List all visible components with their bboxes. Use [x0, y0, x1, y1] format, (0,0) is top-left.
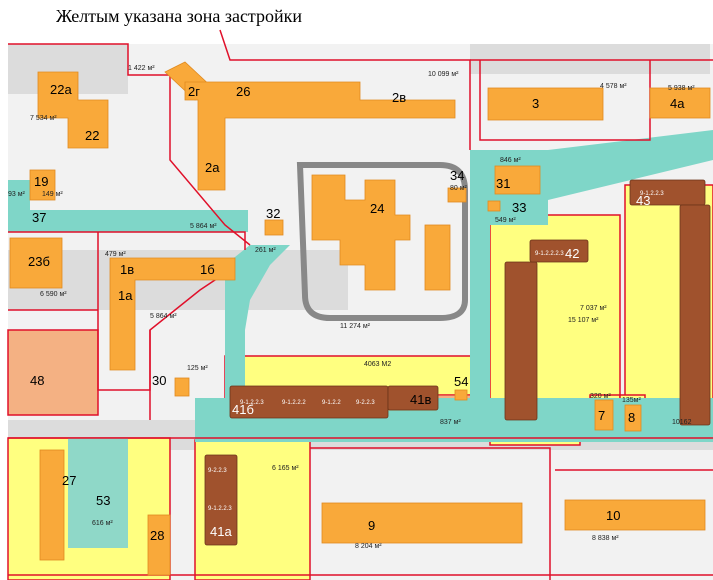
building-label: 22: [85, 128, 99, 143]
building-label: 3: [532, 96, 539, 111]
section-label: 9-1.2.2.3: [208, 506, 232, 512]
courtyard-loop: [296, 162, 468, 321]
section-label: 9-1.2.2.2.3: [535, 251, 564, 257]
building-label: 2а: [205, 160, 220, 175]
area-label: 4063 М2: [364, 361, 391, 368]
area-label: 6 165 м²: [272, 465, 299, 472]
building-label: 19: [34, 174, 48, 189]
building-label: 10: [606, 508, 620, 523]
area-label: 8 204 м²: [355, 543, 382, 550]
building-label: 43: [636, 193, 650, 208]
area-label: 479 м²: [105, 251, 126, 258]
section-label: 9-2.2.3: [356, 400, 375, 406]
area-label: 616 м²: [92, 520, 113, 527]
building-label: 41а: [210, 524, 232, 539]
building-label: 48: [30, 373, 44, 388]
area-label: 125 м²: [187, 365, 208, 372]
building-label: 23б: [28, 254, 50, 269]
building-label: 22а: [50, 82, 72, 97]
area-label: 5 864 м²: [190, 223, 217, 230]
area-label: 135м²: [622, 397, 641, 404]
area-label: 5 938 м²: [668, 85, 695, 92]
plot-48: [7, 329, 99, 416]
area-label: 6 590 м²: [40, 291, 67, 298]
building-label: 1б: [200, 262, 215, 277]
area-label: 261 м²: [255, 247, 276, 254]
building-label: 24: [370, 201, 384, 216]
building-label: 1а: [118, 288, 133, 303]
building-label: 37: [32, 210, 46, 225]
building-label: 1в: [120, 262, 134, 277]
building-label: 41б: [232, 402, 254, 417]
building-label: 32: [266, 206, 280, 221]
building-label: 53: [96, 493, 110, 508]
area-label: 7 037 м²: [580, 305, 607, 312]
section-label: 9-1.2.2: [322, 400, 341, 406]
area-label: 8 838 м²: [592, 535, 619, 542]
building-label: 27: [62, 473, 76, 488]
section-label: 9-1.2.2.3: [640, 191, 664, 197]
area-label: 7 534 м²: [30, 115, 57, 122]
area-label: 846 м²: [500, 157, 521, 164]
area-label: 80 м²: [450, 185, 468, 192]
area-label: 837 м²: [440, 419, 461, 426]
map-title: Желтым указана зона застройки: [56, 6, 303, 26]
area-label: 11 274 м²: [340, 323, 371, 330]
buildings-brown: [204, 179, 711, 546]
building-label: 42: [565, 246, 579, 261]
area-label: 1 422 м²: [128, 65, 155, 72]
area-label: 10162: [672, 419, 692, 426]
building-label: 34: [450, 168, 464, 183]
building-label: 9: [368, 518, 375, 533]
building-label: 41в: [410, 392, 431, 407]
section-label: 9-1.2.2.3: [240, 400, 264, 406]
area-label: 93 м²: [8, 191, 26, 198]
area-label: 10 099 м²: [428, 71, 459, 78]
area-label: 320 м²: [590, 393, 611, 400]
building-label: 33: [512, 200, 526, 215]
area-label: 549 м²: [495, 217, 516, 224]
area-label: 15 107 м²: [568, 317, 599, 324]
building-label: 4а: [670, 96, 685, 111]
building-label: 26: [236, 84, 250, 99]
building-label: 54: [454, 374, 468, 389]
area-label: 5 864 м²: [150, 313, 177, 320]
section-label: 9-2.2.3: [208, 468, 227, 474]
building-label: 7: [598, 408, 605, 423]
building-label: 2г: [188, 84, 200, 99]
area-label: 149 м²: [42, 191, 63, 198]
top-margin-strip: [8, 30, 713, 44]
area-label: 4 578 м²: [600, 83, 627, 90]
building-label: 2в: [392, 90, 406, 105]
building-label: 28: [150, 528, 164, 543]
building-label: 30: [152, 373, 166, 388]
gray-streets: [8, 44, 713, 450]
building-label: 31: [496, 176, 510, 191]
section-label: 9-1.2.2.2: [282, 400, 306, 406]
building-label: 8: [628, 410, 635, 425]
